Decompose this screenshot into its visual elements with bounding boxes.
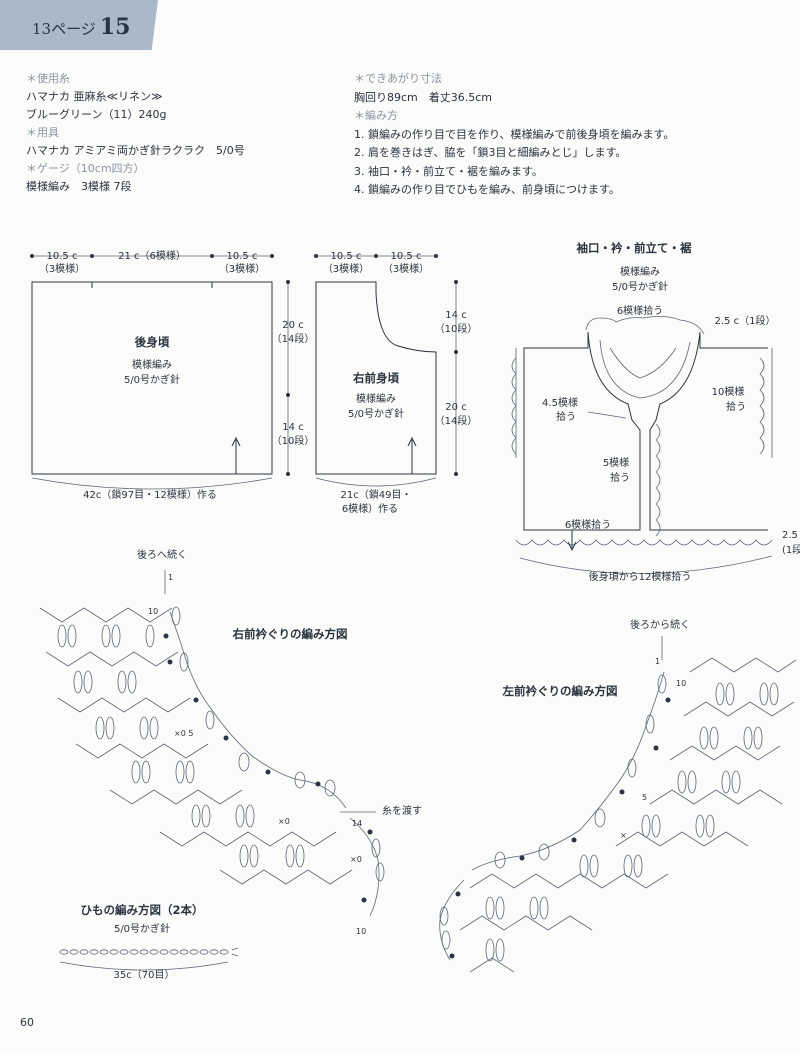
- edging-right-body: [649, 331, 768, 531]
- right-collar-yarn: 糸を渡す: [382, 804, 422, 817]
- front-side-top-sub: （10段）: [435, 322, 478, 335]
- edging-left-pick-1: 4.5模様: [542, 396, 578, 409]
- back-top-right-sub: （3模様）: [219, 262, 265, 275]
- edging-left-pick-2: 拾う: [556, 410, 576, 423]
- front-panel-outline: [315, 281, 437, 475]
- tie-hook: 5/0号かぎ針: [114, 922, 170, 935]
- right-collar-title: 右前衿ぐりの編み方図: [232, 627, 348, 641]
- tie-chart: ひもの編み方図（2本） 5/0号かぎ針 35c（70目）: [59, 903, 239, 981]
- back-hook: 5/0号かぎ針: [124, 373, 180, 386]
- front-top-right-dim: 10.5 c: [391, 251, 422, 262]
- edging-neck-pick: 6模様拾う: [617, 304, 663, 317]
- gauge-heading: ＊ゲージ（10cm四方）: [26, 162, 145, 175]
- edging-back-pick: 後身頃から12模様拾う: [589, 570, 692, 583]
- method-step: 2. 肩を巻きはぎ、脇を「鎖3目と細編みとじ」します。: [354, 146, 627, 159]
- edging-left-body: [523, 331, 641, 531]
- svg-text:×0: ×0: [278, 817, 290, 826]
- yarn-heading: ＊使用糸: [26, 72, 70, 85]
- svg-text:14: 14: [352, 819, 362, 828]
- back-side-bot-dim: 14 c: [282, 422, 303, 433]
- gauge-line: 模様編み 3模様 7段: [26, 180, 132, 193]
- front-bottom-dim-2: 6模様）作る: [342, 502, 398, 515]
- svg-text:1: 1: [655, 657, 660, 666]
- front-title: 右前身頃: [352, 371, 399, 385]
- right-collar-chart: 後ろへ続く 1 右前衿ぐりの編み方図 糸を渡す: [39, 548, 422, 936]
- svg-text:10: 10: [148, 607, 158, 616]
- front-bottom-dim-1: 21c（鎖49目・: [341, 488, 412, 501]
- front-side-bot-sub: （14段）: [435, 414, 478, 427]
- svg-text:1: 1: [168, 573, 173, 582]
- svg-text:10: 10: [356, 927, 366, 936]
- method-step: 4. 鎖編みの作り目でひもを編み、前身頃につけます。: [354, 183, 620, 196]
- tools-line: ハマナカ アミアミ両かぎ針ラクラク 5/0号: [26, 144, 245, 157]
- edging-sleeve-1: 10模様: [712, 385, 745, 398]
- front-top-right-sub: （3模様）: [383, 262, 429, 275]
- back-top-left-sub: （3模様）: [39, 262, 85, 275]
- pattern-number: 15: [99, 14, 131, 40]
- yarn-line: ブルーグリーン（11）240g: [26, 108, 167, 121]
- back-top-left-dim: 10.5 c: [47, 251, 78, 262]
- page-tab: [0, 0, 158, 50]
- finished-heading: ＊できあがり寸法: [354, 72, 442, 85]
- method-heading: ＊編み方: [354, 109, 398, 122]
- back-side-bot-sub: （10段）: [272, 434, 315, 447]
- front-top-left-sub: （3模様）: [323, 262, 369, 275]
- yarn-line: ハマナカ 亜麻糸≪リネン≫: [26, 90, 163, 103]
- left-collar-title: 左前衿ぐりの編み方図: [502, 684, 618, 698]
- svg-text:5: 5: [642, 793, 647, 802]
- edging-pattern: 模様編み: [620, 265, 660, 278]
- edging-front-2: 拾う: [610, 471, 630, 484]
- back-panel-outline: [31, 281, 273, 475]
- back-top-right-dim: 10.5 c: [227, 251, 258, 262]
- page-ref: 13ページ: [32, 20, 96, 38]
- tie-chain: [59, 949, 229, 955]
- front-hook: 5/0号かぎ針: [348, 407, 404, 420]
- edging-title: 袖口・衿・前立て・裾: [577, 241, 692, 255]
- front-pattern: 模様編み: [356, 392, 396, 405]
- edging-hook: 5/0号かぎ針: [612, 280, 668, 293]
- edging-front-1: 5模様: [603, 456, 629, 469]
- left-collar-cont: 後ろから続く: [630, 618, 690, 631]
- front-top-left-dim: 10.5 c: [331, 251, 362, 262]
- back-bottom-dim: 42c（鎖97目・12模様）作る: [83, 488, 217, 501]
- svg-text:10: 10: [676, 679, 686, 688]
- back-side-top-dim: 20 c: [282, 320, 303, 331]
- instructions-block: ＊できあがり寸法 胸回り89cm 着丈36.5cm ＊編み方 1. 鎖編みの作り…: [354, 70, 674, 200]
- tie-title: ひもの編み方図（2本）: [80, 903, 203, 917]
- edging-diagram: 袖口・衿・前立て・裾 模様編み 5/0号かぎ針 6模様拾う 2.5 c（1段） …: [511, 241, 800, 583]
- edging-hem-pick: 6模様拾う: [565, 518, 611, 531]
- right-front-diagram: 10.5 c （3模様） 10.5 c （3模様） 右前身頃 模様編み 5/0号…: [314, 251, 477, 515]
- back-top-mid-dim: 21 c（6模様）: [118, 249, 186, 262]
- back-title: 後身頃: [135, 335, 170, 349]
- svg-text:×0 5: ×0 5: [174, 729, 193, 738]
- edging-edge-2: (1段: [782, 543, 800, 556]
- edging-edge-1: 2.5: [782, 530, 798, 541]
- method-step: 3. 袖口・衿・前立て・裾を編みます。: [354, 164, 543, 178]
- finished-size: 胸回り89cm 着丈36.5cm: [354, 90, 493, 104]
- materials-block: ＊使用糸 ハマナカ 亜麻糸≪リネン≫ ブルーグリーン（11）240g ＊用具 ハ…: [26, 70, 245, 196]
- back-body-diagram: 10.5 c （3模様） 21 c（6模様） 10.5 c （3模様） 後身頃 …: [30, 249, 314, 501]
- front-side-top-dim: 14 c: [445, 310, 466, 321]
- svg-text:×0: ×0: [350, 855, 362, 864]
- tools-heading: ＊用具: [26, 126, 59, 139]
- page-number: 60: [20, 1016, 34, 1029]
- method-step: 1. 鎖編みの作り目で目を作り、模様編みで前後身頃を編みます。: [354, 127, 675, 141]
- right-collar-cont: 後ろへ続く: [137, 548, 187, 561]
- edging-sleeve-2: 拾う: [726, 400, 746, 413]
- back-side-top-sub: （14段）: [272, 332, 315, 345]
- left-collar-chart: 後ろから続く 1 左前衿ぐりの編み方図: [439, 618, 797, 973]
- tie-length: 35c（70目）: [114, 969, 175, 981]
- front-side-bot-dim: 20 c: [445, 402, 466, 413]
- edging-neck-width: 2.5 c（1段）: [715, 314, 776, 327]
- back-pattern: 模様編み: [132, 358, 172, 371]
- svg-text:×: ×: [620, 831, 627, 840]
